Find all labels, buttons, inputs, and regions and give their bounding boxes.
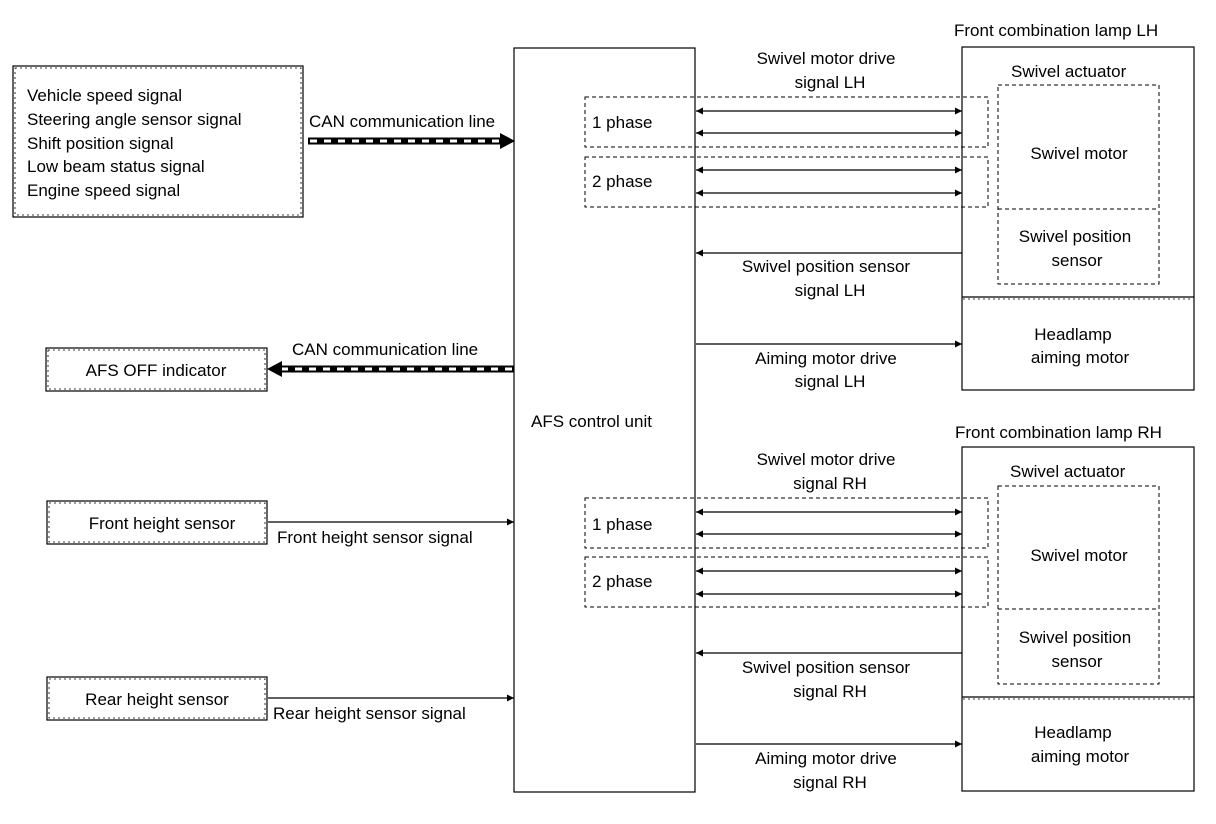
position-signal-rh-line2: signal RH — [793, 682, 867, 701]
aiming-signal-lh-line2: signal LH — [795, 372, 866, 391]
swivel-actuator-lh-label: Swivel actuator — [1011, 62, 1127, 81]
input-signal-shift-position: Shift position signal — [27, 134, 173, 153]
aiming-signal-rh-line2: signal RH — [793, 773, 867, 792]
front-combination-lamp-rh: Front combination lamp RH Swivel actuato… — [955, 423, 1195, 792]
aiming-signal-rh-line1: Aiming motor drive — [755, 749, 897, 768]
rear-height-sensor-label: Rear height sensor — [85, 690, 229, 709]
headlamp-aiming-motor-rh-line2: aiming motor — [1031, 747, 1130, 766]
afs-off-indicator-label: AFS OFF indicator — [86, 361, 227, 380]
front-combination-lamp-lh: Front combination lamp LH Swivel actuato… — [954, 21, 1195, 391]
can-line-out: CAN communication line — [267, 340, 514, 377]
drive-signal-lh-line1: Swivel motor drive — [757, 49, 896, 68]
phase1-rh-group — [584, 497, 989, 549]
swivel-motor-drive-rh: Swivel motor drive signal RH 1 phase 2 p… — [584, 450, 989, 608]
position-signal-lh-line1: Swivel position sensor — [742, 257, 911, 276]
aiming-motor-drive-rh: Aiming motor drive signal RH — [696, 740, 962, 792]
rear-height-signal-label: Rear height sensor signal — [273, 704, 466, 723]
drive-signal-rh-line2: signal RH — [793, 474, 867, 493]
swivel-motor-drive-lh: Swivel motor drive signal LH 1 phase 2 p… — [584, 49, 989, 208]
swivel-position-sensor-rh-line2: sensor — [1051, 652, 1102, 671]
aiming-signal-lh-line1: Aiming motor drive — [755, 349, 897, 368]
afs-off-indicator-box: AFS OFF indicator — [45, 347, 268, 392]
swivel-position-sensor-rh-line1: Swivel position — [1019, 628, 1131, 647]
input-signal-steering-angle: Steering angle sensor signal — [27, 110, 242, 129]
phase1-lh-group — [584, 96, 989, 148]
swivel-actuator-rh-label: Swivel actuator — [1010, 462, 1126, 481]
drive-signal-rh-line1: Swivel motor drive — [757, 450, 896, 469]
swivel-position-signal-rh: Swivel position sensor signal RH — [696, 649, 962, 701]
rear-height-sensor-box: Rear height sensor — [46, 676, 268, 721]
can-line-in-label: CAN communication line — [309, 112, 495, 131]
input-signal-low-beam-status: Low beam status signal — [27, 157, 205, 176]
phase2-lh-label: 2 phase — [592, 172, 653, 191]
phase1-rh-label: 1 phase — [592, 515, 653, 534]
afs-control-unit-label: AFS control unit — [531, 412, 652, 431]
drive-signal-lh-line2: signal LH — [795, 73, 866, 92]
can-line-out-label: CAN communication line — [292, 340, 478, 359]
front-height-sensor-box: Front height sensor — [46, 500, 268, 545]
swivel-motor-rh-label: Swivel motor — [1030, 546, 1128, 565]
front-height-sensor-label: Front height sensor — [89, 514, 236, 533]
swivel-position-signal-lh: Swivel position sensor signal LH — [696, 249, 962, 300]
front-height-signal-label: Front height sensor signal — [277, 528, 473, 547]
position-signal-lh-line2: signal LH — [795, 281, 866, 300]
phase2-rh-label: 2 phase — [592, 572, 653, 591]
swivel-motor-lh-label: Swivel motor — [1030, 144, 1128, 163]
input-signal-engine-speed: Engine speed signal — [27, 181, 180, 200]
headlamp-aiming-motor-lh-line2: aiming motor — [1031, 348, 1130, 367]
swivel-actuator-lh — [997, 84, 1160, 285]
swivel-position-sensor-lh-line1: Swivel position — [1019, 227, 1131, 246]
afs-control-unit: AFS control unit — [513, 47, 696, 793]
aiming-motor-drive-lh: Aiming motor drive signal LH — [696, 340, 962, 391]
headlamp-aiming-motor-lh-line1: Headlamp — [1034, 325, 1112, 344]
phase1-lh-label: 1 phase — [592, 113, 653, 132]
headlamp-aiming-motor-rh-line1: Headlamp — [1034, 723, 1112, 742]
position-signal-rh-line1: Swivel position sensor — [742, 658, 911, 677]
input-signal-vehicle-speed: Vehicle speed signal — [27, 86, 182, 105]
input-signal-box: Vehicle speed signal Steering angle sens… — [12, 65, 304, 218]
lamp-lh-title: Front combination lamp LH — [954, 21, 1158, 40]
phase2-lh-group — [584, 156, 989, 208]
can-line-in: CAN communication line — [308, 112, 515, 149]
swivel-position-sensor-lh-line2: sensor — [1051, 251, 1102, 270]
phase2-rh-group — [584, 556, 989, 608]
lamp-rh-title: Front combination lamp RH — [955, 423, 1162, 442]
swivel-actuator-rh — [997, 485, 1160, 685]
